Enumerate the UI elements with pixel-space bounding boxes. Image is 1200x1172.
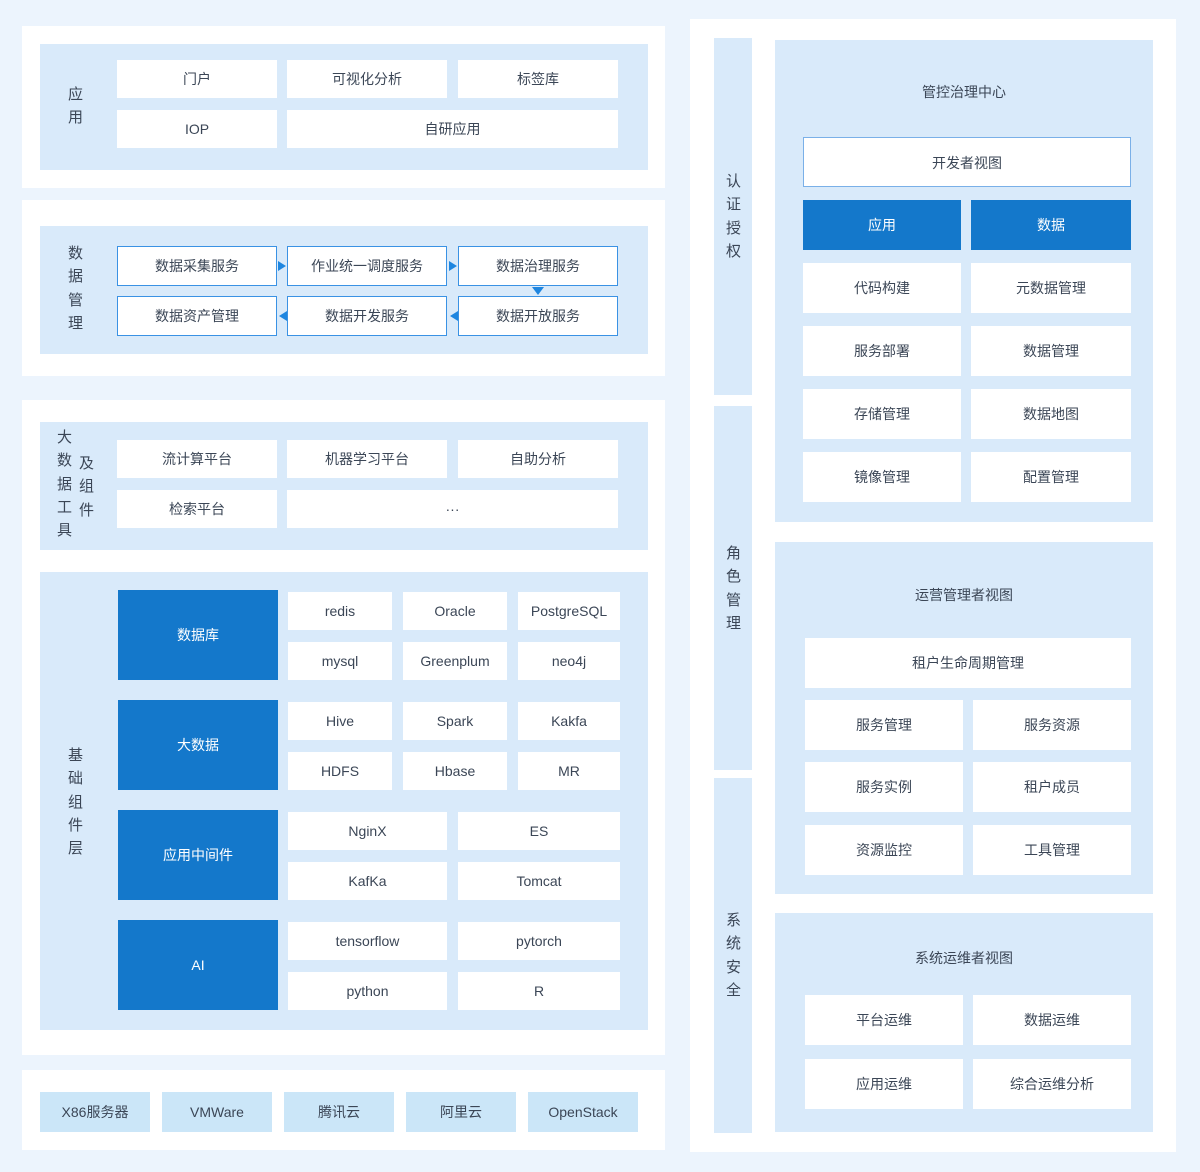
foundation-tool-box: Greenplum <box>403 642 507 680</box>
app-item-box: 可视化分析 <box>287 60 447 98</box>
data-flow-box: 数据治理服务 <box>458 246 618 286</box>
dev-view-box: 开发者视图 <box>803 137 1131 187</box>
tenant-lifecycle-box: 租户生命周期管理 <box>805 638 1131 688</box>
foundation-tool-box: HDFS <box>288 752 392 790</box>
bigdata-tool-box: ··· <box>287 490 618 528</box>
app-layer-vertical-label: 应用 <box>67 86 83 127</box>
infra-box: 阿里云 <box>406 1092 516 1132</box>
governance-cell: 元数据管理 <box>971 263 1131 313</box>
flow-down-arrow-icon <box>532 287 544 295</box>
operation-cell: 服务资源 <box>973 700 1131 750</box>
flow-right-arrow-icon <box>278 261 286 271</box>
ops-cell: 综合运维分析 <box>973 1059 1131 1109</box>
app-item-box: 自研应用 <box>287 110 618 148</box>
infra-box: 腾讯云 <box>284 1092 394 1132</box>
bigdata-tools-label-col2: 及组件 <box>78 455 94 519</box>
foundation-category-ai: AI <box>118 920 278 1010</box>
foundation-tool-box: Spark <box>403 702 507 740</box>
tab-app-box: 应用 <box>803 200 961 250</box>
foundation-tool-box: Hbase <box>403 752 507 790</box>
bigdata-tools-label-col1: 大数据工具 <box>56 429 72 539</box>
foundation-tool-box: PostgreSQL <box>518 592 620 630</box>
foundation-category-database: 数据库 <box>118 590 278 680</box>
foundation-tool-box: Hive <box>288 702 392 740</box>
governance-cell: 存储管理 <box>803 389 961 439</box>
security-strip-label: 系统安全 <box>725 912 741 999</box>
foundation-tool-box: Tomcat <box>458 862 620 900</box>
bigdata-tool-box: 自助分析 <box>458 440 618 478</box>
foundation-tool-box: NginX <box>288 812 447 850</box>
data-flow-box: 数据采集服务 <box>117 246 277 286</box>
security-strip <box>714 778 752 1133</box>
operation-cell: 服务管理 <box>805 700 963 750</box>
foundation-tool-box: python <box>288 972 447 1010</box>
foundation-tool-box: R <box>458 972 620 1010</box>
governance-cell: 镜像管理 <box>803 452 961 502</box>
infra-box: VMWare <box>162 1092 272 1132</box>
operation-cell: 工具管理 <box>973 825 1131 875</box>
flow-left-arrow-icon <box>279 311 287 321</box>
auth-strip <box>714 38 752 395</box>
data-flow-box: 数据开放服务 <box>458 296 618 336</box>
governance-cell: 服务部署 <box>803 326 961 376</box>
ops-title: 系统运维者视图 <box>915 950 1013 966</box>
governance-cell: 数据管理 <box>971 326 1131 376</box>
operation-cell: 租户成员 <box>973 762 1131 812</box>
foundation-tool-box: tensorflow <box>288 922 447 960</box>
ops-cell: 应用运维 <box>805 1059 963 1109</box>
foundation-vertical-label: 基础组件层 <box>67 747 83 857</box>
foundation-tool-box: redis <box>288 592 392 630</box>
operation-cell: 资源监控 <box>805 825 963 875</box>
governance-cell: 代码构建 <box>803 263 961 313</box>
bigdata-tool-box: 机器学习平台 <box>287 440 447 478</box>
foundation-tool-box: MR <box>518 752 620 790</box>
data-flow-box: 数据资产管理 <box>117 296 277 336</box>
foundation-tool-box: KafKa <box>288 862 447 900</box>
foundation-tool-box: Kakfa <box>518 702 620 740</box>
app-item-box: 门户 <box>117 60 277 98</box>
operation-cell: 服务实例 <box>805 762 963 812</box>
role-strip-label: 角色管理 <box>725 545 741 632</box>
bigdata-tool-box: 流计算平台 <box>117 440 277 478</box>
data-flow-box: 作业统一调度服务 <box>287 246 447 286</box>
foundation-tool-box: ES <box>458 812 620 850</box>
infra-box: OpenStack <box>528 1092 638 1132</box>
governance-cell: 数据地图 <box>971 389 1131 439</box>
data-flow-box: 数据开发服务 <box>287 296 447 336</box>
governance-title: 管控治理中心 <box>922 84 1006 100</box>
ops-cell: 平台运维 <box>805 995 963 1045</box>
bigdata-tool-box: 检索平台 <box>117 490 277 528</box>
foundation-category-middleware: 应用中间件 <box>118 810 278 900</box>
foundation-category-bigdata: 大数据 <box>118 700 278 790</box>
auth-strip-label: 认证授权 <box>725 173 741 260</box>
governance-cell: 配置管理 <box>971 452 1131 502</box>
flow-right-arrow-icon <box>449 261 457 271</box>
infra-box: X86服务器 <box>40 1092 150 1132</box>
foundation-tool-box: neo4j <box>518 642 620 680</box>
operation-title: 运营管理者视图 <box>915 587 1013 603</box>
data-mgmt-vertical-label: 数据管理 <box>67 245 83 332</box>
foundation-tool-box: mysql <box>288 642 392 680</box>
role-strip <box>714 406 752 770</box>
ops-cell: 数据运维 <box>973 995 1131 1045</box>
tab-data-box: 数据 <box>971 200 1131 250</box>
app-item-box: IOP <box>117 110 277 148</box>
app-item-box: 标签库 <box>458 60 618 98</box>
foundation-tool-box: pytorch <box>458 922 620 960</box>
flow-left-arrow-icon <box>450 311 458 321</box>
foundation-tool-box: Oracle <box>403 592 507 630</box>
